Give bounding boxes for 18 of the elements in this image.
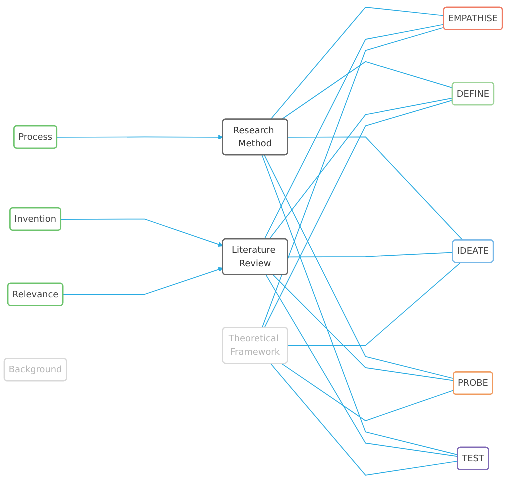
connector [270, 362, 458, 476]
connector [288, 262, 462, 346]
connector [264, 24, 445, 240]
connector [288, 136, 464, 240]
connector [264, 100, 454, 328]
connector [266, 274, 458, 457]
arrow [56, 134, 224, 140]
connector [264, 154, 454, 379]
connector [269, 97, 454, 240]
arrow [62, 266, 224, 295]
connector [288, 252, 454, 258]
connector [281, 60, 454, 120]
connector [262, 26, 445, 328]
connector [270, 6, 445, 120]
connector [262, 154, 458, 456]
connector [281, 362, 454, 421]
connector [272, 274, 454, 381]
arrow [60, 218, 224, 247]
